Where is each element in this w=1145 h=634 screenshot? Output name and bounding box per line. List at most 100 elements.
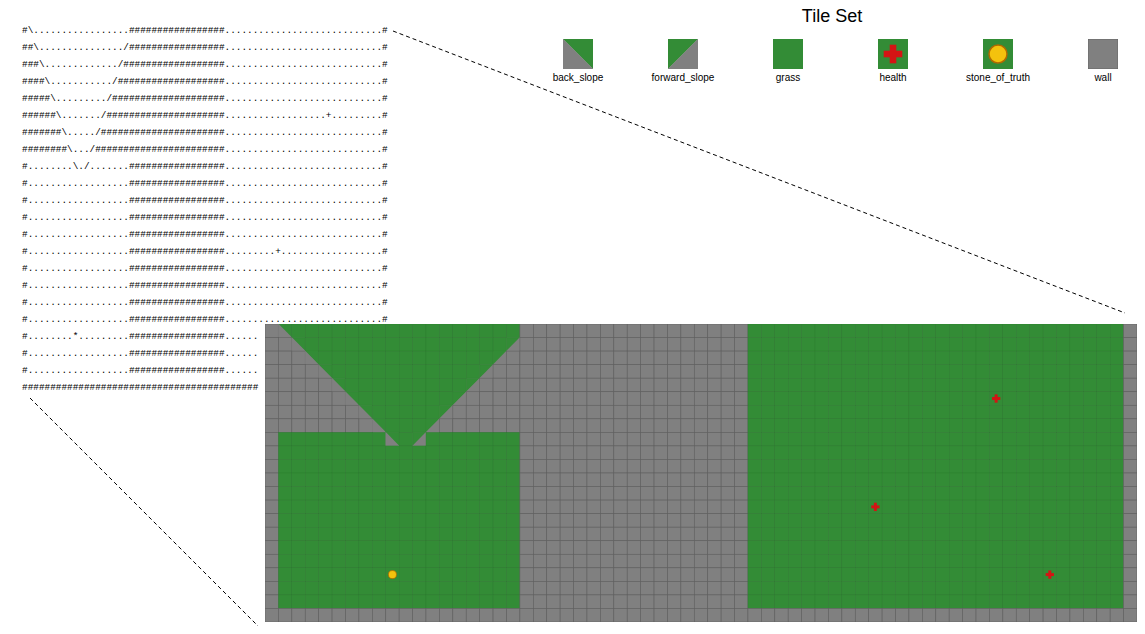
map-tile — [922, 487, 935, 501]
grass-tile — [922, 459, 935, 473]
map-tile — [413, 527, 426, 541]
grass-tile — [882, 459, 895, 473]
map-tile — [788, 432, 801, 446]
grass-tile — [815, 392, 828, 406]
wall-tile — [654, 473, 667, 487]
map-tile — [386, 392, 399, 406]
map-tile — [976, 432, 989, 446]
grass-tile — [372, 459, 385, 473]
wall-tile — [654, 324, 667, 338]
wall-tile — [520, 351, 533, 365]
map-tile — [399, 500, 412, 514]
map-tile — [547, 351, 560, 365]
map-tile — [614, 459, 627, 473]
grass-tile — [1003, 365, 1016, 379]
wall-tile — [735, 351, 748, 365]
wall-tile — [533, 500, 546, 514]
grass-tile — [278, 527, 291, 541]
map-tile — [667, 405, 680, 419]
map-tile — [936, 473, 949, 487]
grass-tile — [963, 378, 976, 392]
slope-wall — [453, 392, 466, 406]
map-tile — [600, 365, 613, 379]
map-tile — [681, 514, 694, 528]
map-tile — [359, 514, 372, 528]
map-tile — [721, 459, 734, 473]
grass-tile — [788, 338, 801, 352]
grass-tile — [413, 324, 426, 338]
wall-tile — [600, 487, 613, 501]
map-tile — [828, 487, 841, 501]
map-tile — [506, 446, 519, 460]
grass-tile — [345, 324, 358, 338]
map-tile — [641, 365, 654, 379]
map-tile — [681, 419, 694, 433]
grass-tile — [319, 473, 332, 487]
map-tile — [667, 514, 680, 528]
grass-tile — [1003, 446, 1016, 460]
map-tile — [305, 338, 318, 352]
wall-tile — [1124, 432, 1137, 446]
wall-tile — [667, 500, 680, 514]
map-tile — [815, 378, 828, 392]
map-tile — [1016, 419, 1029, 433]
map-tile — [896, 338, 909, 352]
wall-tile — [641, 514, 654, 528]
map-tile — [828, 419, 841, 433]
map-tile — [399, 527, 412, 541]
wall-tile — [587, 500, 600, 514]
grass-tile — [949, 473, 962, 487]
map-tile — [453, 324, 466, 338]
wall-tile — [694, 324, 707, 338]
map-tile — [681, 446, 694, 460]
map-tile — [292, 459, 305, 473]
map-tile — [372, 500, 385, 514]
map-tile — [721, 378, 734, 392]
grass-tile — [748, 338, 761, 352]
wall-tile — [721, 405, 734, 419]
map-tile — [922, 419, 935, 433]
grass-tile — [372, 405, 385, 419]
grass-tile — [480, 500, 493, 514]
rendered-map — [265, 324, 1137, 622]
grass-tile — [775, 473, 788, 487]
map-tile — [359, 459, 372, 473]
map-tile — [386, 487, 399, 501]
wall-tile — [560, 514, 573, 528]
wall-tile — [654, 378, 667, 392]
grass-tile — [480, 473, 493, 487]
grass-tile — [1097, 446, 1110, 460]
map-tile — [976, 473, 989, 487]
map-tile — [574, 459, 587, 473]
grass-tile — [842, 351, 855, 365]
map-tile — [1083, 432, 1096, 446]
map-tile — [909, 338, 922, 352]
grass-tile — [1030, 324, 1043, 338]
map-tile — [1003, 365, 1016, 379]
map-tile — [345, 432, 358, 446]
map-tile — [788, 487, 801, 501]
grass-tile — [345, 459, 358, 473]
grass-tile — [976, 446, 989, 460]
map-tile — [627, 446, 640, 460]
wall-tile — [708, 473, 721, 487]
map-tile — [667, 432, 680, 446]
grass-tile — [372, 378, 385, 392]
grass-tile — [332, 514, 345, 528]
map-tile — [466, 419, 479, 433]
map-tile — [989, 365, 1002, 379]
map-tile — [292, 500, 305, 514]
grass-tile — [480, 324, 493, 338]
map-tile — [842, 432, 855, 446]
map-tile — [627, 432, 640, 446]
wall-tile — [506, 351, 519, 365]
grass-tile — [439, 514, 452, 528]
map-tile — [694, 432, 707, 446]
map-tile — [855, 405, 868, 419]
map-tile — [278, 338, 291, 352]
map-tile — [976, 338, 989, 352]
wall-tile — [506, 378, 519, 392]
map-tile — [909, 514, 922, 528]
grass-tile — [828, 419, 841, 433]
map-tile — [305, 527, 318, 541]
